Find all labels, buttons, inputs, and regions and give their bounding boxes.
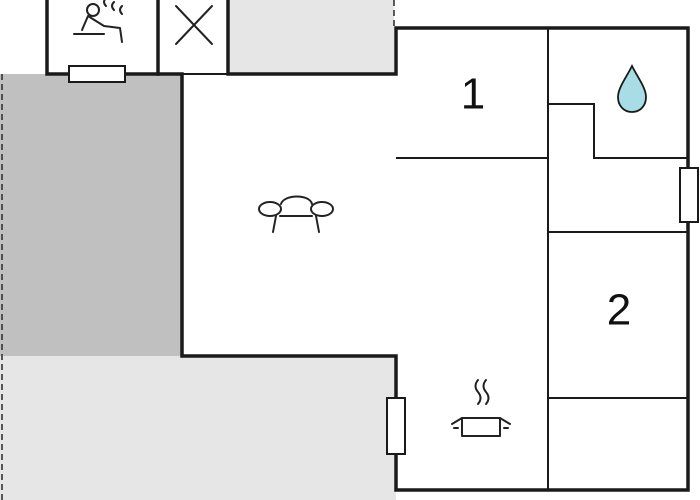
water-drop-icon: [617, 63, 647, 113]
cross-icon: [175, 5, 213, 45]
room-label-2: 2: [607, 286, 631, 335]
sofa-icon: [258, 195, 334, 233]
window: [679, 167, 699, 223]
window: [386, 397, 406, 455]
cooking-pot-icon: [451, 379, 511, 437]
covered-terrace: [0, 74, 182, 356]
window: [68, 65, 126, 83]
interior-wall: [548, 103, 688, 159]
open-terrace-upper: [228, 0, 394, 74]
room-label-1: 1: [461, 70, 485, 119]
open-terrace-lower: [0, 356, 396, 500]
sauna-icon: [73, 0, 123, 43]
